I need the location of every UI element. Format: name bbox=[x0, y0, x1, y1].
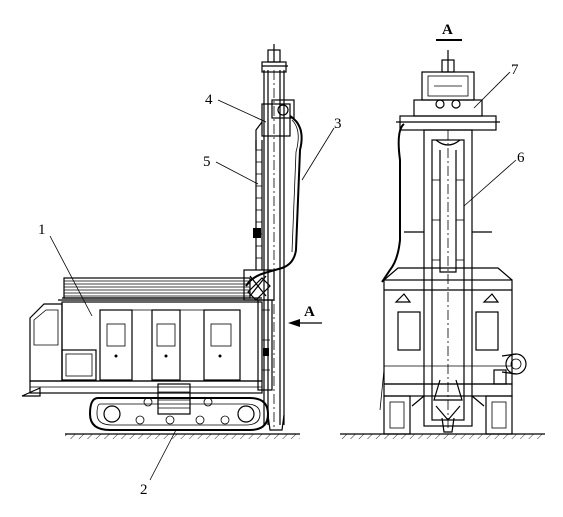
callout-4: 4 bbox=[205, 92, 213, 108]
arrow-left-icon bbox=[288, 319, 300, 327]
callout-6: 6 bbox=[517, 150, 525, 166]
side-view: A bbox=[21, 44, 322, 439]
mast-support bbox=[243, 269, 275, 391]
callout-2: 2 bbox=[140, 482, 148, 498]
view-arrow: A bbox=[288, 304, 322, 327]
hydraulic-hose bbox=[245, 115, 303, 287]
callout-leader-1 bbox=[49, 235, 93, 317]
section-marker: A bbox=[436, 22, 462, 41]
view-arrow-label: A bbox=[304, 304, 315, 320]
ground-right bbox=[340, 433, 545, 439]
callout-3: 3 bbox=[334, 116, 342, 132]
callout-leader-6 bbox=[463, 159, 517, 207]
callout-5: 5 bbox=[203, 154, 211, 170]
callout-leader-4 bbox=[217, 99, 267, 123]
callout-leader-7 bbox=[473, 71, 511, 109]
drill-mast bbox=[253, 44, 295, 431]
section-view: A bbox=[340, 22, 545, 439]
operator-cab bbox=[29, 303, 97, 382]
callout-1: 1 bbox=[38, 222, 46, 238]
end-view-mast bbox=[404, 129, 492, 433]
end-view-head bbox=[396, 50, 500, 131]
callouts: 1 2 3 4 5 6 7 bbox=[38, 62, 525, 498]
callout-leader-3 bbox=[301, 127, 335, 181]
main-housing bbox=[58, 297, 263, 382]
end-view-hose bbox=[379, 123, 405, 411]
crawler-track bbox=[88, 397, 270, 431]
end-view-housing bbox=[383, 267, 527, 385]
section-label: A bbox=[442, 22, 453, 38]
callout-leader-2 bbox=[149, 429, 177, 481]
callout-7: 7 bbox=[511, 62, 519, 78]
roof-grille bbox=[63, 277, 251, 299]
ground-left bbox=[65, 433, 300, 439]
callout-leader-5 bbox=[215, 161, 259, 185]
